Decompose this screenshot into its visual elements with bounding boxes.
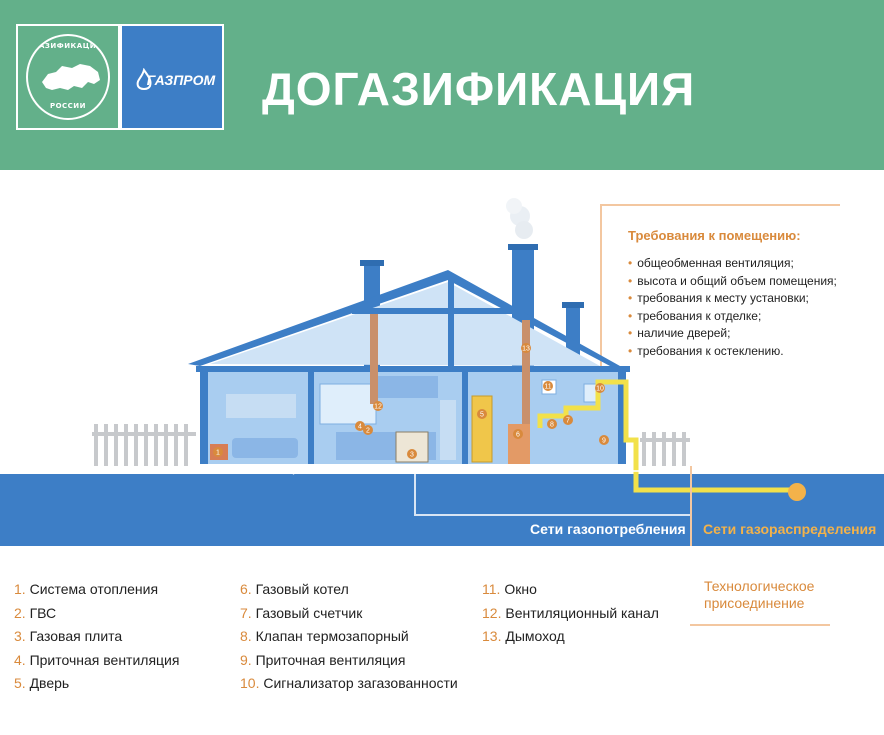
consumption-network-line <box>414 514 690 516</box>
svg-text:7: 7 <box>566 418 570 425</box>
legend-item: 3. Газовая плита <box>14 628 123 644</box>
gasification-seal: ГАЗИФИКАЦИЯ РОССИИ <box>26 34 110 120</box>
header-banner: ГАЗИФИКАЦИЯ РОССИИ ГАЗПРОМ ДОГАЗИФИКАЦИЯ <box>0 0 884 170</box>
tech-connection-label: Технологическое присоединение <box>704 578 815 611</box>
svg-text:3: 3 <box>410 452 414 459</box>
legend-column-3: 11. Окно 12. Вентиляционный канал 13. Ды… <box>482 578 659 649</box>
sofa-icon <box>232 438 298 458</box>
svg-text:5: 5 <box>480 412 484 419</box>
fence-right <box>640 432 690 466</box>
door-icon <box>471 395 493 463</box>
gasification-logo-top-text: ГАЗИФИКАЦИЯ <box>34 42 102 50</box>
requirement-item: •наличие дверей; <box>628 326 731 341</box>
tech-connection-frame <box>690 624 830 626</box>
russia-map-icon <box>42 64 100 90</box>
legend-item: 13. Дымоход <box>482 628 565 644</box>
svg-text:11: 11 <box>544 384 551 391</box>
legend-item: 8. Клапан термозапорный <box>240 628 409 644</box>
gasification-logo-bottom-text: РОССИИ <box>49 102 87 110</box>
svg-text:1: 1 <box>216 450 220 457</box>
requirement-item: •общеобменная вентиляция; <box>628 256 794 270</box>
gasification-logo: ГАЗИФИКАЦИЯ РОССИИ <box>16 24 120 130</box>
flame-icon <box>136 68 152 90</box>
fence-left <box>92 424 196 466</box>
ventilation-channel <box>370 314 378 404</box>
gazprom-logo-text: ГАЗПРОМ <box>146 72 216 88</box>
legend-item: 7. Газовый счетчик <box>240 604 363 621</box>
svg-text:10: 10 <box>596 386 604 393</box>
legend-item: 4. Приточная вентиляция <box>14 651 180 668</box>
svg-text:13: 13 <box>522 346 530 353</box>
svg-text:6: 6 <box>516 432 520 439</box>
gazprom-logo: ГАЗПРОМ <box>120 24 224 130</box>
requirements-frame-top <box>600 204 840 206</box>
gas-pipe <box>537 379 800 493</box>
requirements-list: •общеобменная вентиляция; •высота и общи… <box>628 255 837 361</box>
page-title: ДОГАЗИФИКАЦИЯ <box>262 63 696 115</box>
legend-item: 9. Приточная вентиляция <box>240 651 406 668</box>
svg-text:12: 12 <box>374 404 382 411</box>
ground-band <box>0 474 884 546</box>
flue-pipe <box>522 320 530 424</box>
svg-text:4: 4 <box>358 424 362 431</box>
requirement-item: •требования к остеклению. <box>628 343 784 358</box>
connection-boundary-line <box>690 466 692 546</box>
requirement-item: •требования к отделке; <box>628 308 762 323</box>
plot-boundary-line <box>92 470 690 472</box>
svg-text:8: 8 <box>550 422 554 429</box>
legend-item: 2. ГВС <box>14 604 57 621</box>
legend-column-2: 6. Газовый котел 7. Газовый счетчик 8. К… <box>240 578 458 696</box>
diagram-markers: 1 2 3 4 5 6 7 8 9 10 11 12 13 <box>213 343 609 459</box>
house-diagram: 1 2 3 4 5 6 7 8 9 10 11 12 13 <box>92 198 806 546</box>
gas-consumption-label: Сети газопотребления <box>530 521 686 537</box>
legend-item: 5. Дверь <box>14 675 70 691</box>
legend-item: 10. Сигнализатор загазованности <box>240 675 458 691</box>
kitchen-cabinets <box>378 376 438 398</box>
gas-distribution-label: Сети газораспределения <box>703 521 877 537</box>
requirement-item: •требования к месту установки; <box>628 291 809 306</box>
legend-item: 6. Газовый котел <box>240 581 349 597</box>
attic <box>210 282 600 366</box>
requirements-title: Требования к помещению: <box>628 228 801 243</box>
roof <box>188 270 620 366</box>
legend-item: 1. Система отопления <box>14 581 159 597</box>
fridge-icon <box>440 400 456 460</box>
legend-item: 11. Окно <box>482 581 537 597</box>
svg-text:9: 9 <box>602 438 606 445</box>
smoke-icon <box>506 198 533 239</box>
window-icon <box>319 383 377 425</box>
svg-text:2: 2 <box>366 428 370 435</box>
wall-picture <box>226 394 296 418</box>
requirements-frame-left <box>600 204 602 384</box>
connection-point-icon <box>788 483 806 501</box>
legend-item: 12. Вентиляционный канал <box>482 604 659 621</box>
requirement-item: •высота и общий объем помещения; <box>628 273 837 288</box>
plot-label: Земельный участок собственника <box>248 466 374 475</box>
chimney-right <box>566 304 580 364</box>
legend-column-1: 1. Система отопления 2. ГВС 3. Газовая п… <box>14 578 179 696</box>
